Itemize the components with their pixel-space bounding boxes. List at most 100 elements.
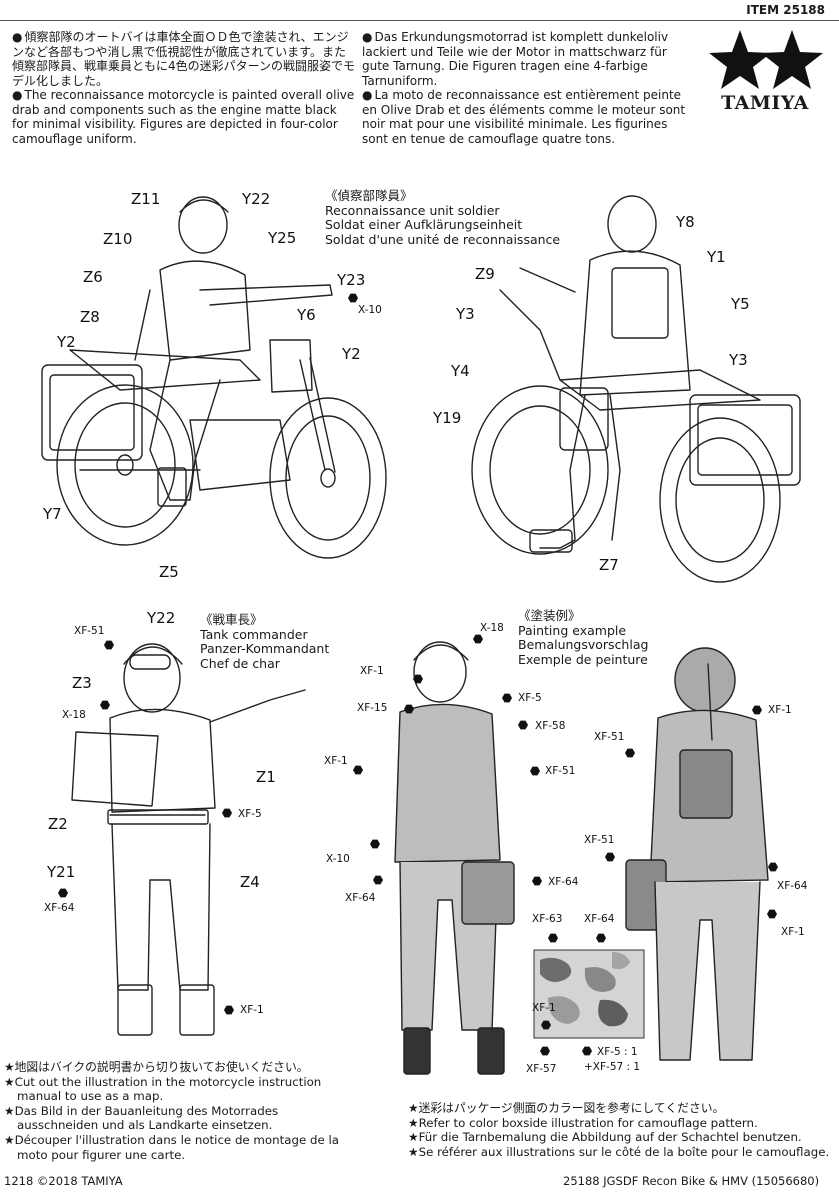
- footer-copyright: 1218 ©2018 TAMIYA: [4, 1174, 123, 1188]
- paint-code: XF-51: [545, 765, 576, 777]
- paint-code: XF-64: [777, 880, 808, 892]
- paint-marker-icon: [100, 700, 110, 710]
- caption-painting-jp: 《塗装例》: [518, 608, 581, 623]
- paint-marker-icon: [222, 808, 232, 818]
- note-line: Cut out the illustration in the motorcyc…: [4, 1075, 339, 1090]
- part-label: Y19: [433, 409, 462, 427]
- paint-marker-icon: [58, 888, 68, 898]
- part-label: Y22: [242, 190, 271, 208]
- header-divider: [0, 20, 839, 21]
- caption-recon-fr: Soldat d'une unité de reconnaissance: [325, 231, 561, 247]
- caption-recon-en: Reconnaissance unit soldier: [325, 202, 500, 218]
- paint-code: XF-51: [74, 625, 105, 637]
- paint-code: XF-64: [44, 902, 75, 914]
- paint-marker-icon: [370, 839, 380, 849]
- note-line: ausschneiden und als Landkarte einsetzen…: [17, 1118, 273, 1133]
- part-label: Y1: [707, 248, 726, 266]
- part-label: Z2: [48, 815, 68, 833]
- paint-marker-icon: [473, 634, 483, 644]
- paint-code: XF-57: [526, 1063, 557, 1075]
- part-label: Z11: [131, 190, 161, 208]
- notes-map: 地図はバイクの説明書から切り抜いてお使いください。 Cut out the il…: [4, 1060, 339, 1162]
- part-label: Y21: [47, 863, 76, 881]
- part-label: Y22: [147, 609, 176, 627]
- intro-right: Das Erkundungsmotorrad ist komplett dunk…: [362, 30, 692, 146]
- part-label: Y3: [729, 351, 748, 369]
- paint-code: XF-51: [584, 834, 615, 846]
- paint-marker-icon: [353, 765, 363, 775]
- caption-commander-jp: 《戦車長》: [200, 612, 263, 627]
- note-line: Se référer aux illustrations sur le côté…: [408, 1145, 830, 1160]
- intro-left: 傾察部隊のオートバイは車体全面ＯＤ色で塗装され、エンジンなど各部もつや消し黒で低…: [12, 30, 357, 146]
- paint-marker-icon: [518, 720, 528, 730]
- note-line: 迷彩はパッケージ側面のカラー図を参考にしてください。: [408, 1101, 829, 1116]
- part-label: Z9: [475, 265, 495, 283]
- paint-code: XF-64: [345, 892, 376, 904]
- paint-marker-icon: [224, 1005, 234, 1015]
- paint-code: XF-1: [532, 1002, 556, 1014]
- part-label: Z6: [83, 268, 103, 286]
- intro-de: Das Erkundungsmotorrad ist komplett dunk…: [362, 30, 692, 88]
- part-label: Y5: [731, 295, 750, 313]
- paint-code: X-18: [480, 622, 504, 634]
- star-icon: [709, 30, 823, 89]
- note-line: moto pour figurer une carte.: [17, 1147, 186, 1162]
- note-line: Découper l'illustration dans le notice d…: [4, 1133, 339, 1148]
- caption-recon-de: Soldat einer Aufklärungseinheit: [325, 217, 523, 232]
- caption-commander-de: Panzer-Kommandant: [200, 641, 330, 656]
- paint-code: XF-64: [584, 913, 615, 925]
- paint-marker-icon: [541, 1020, 551, 1030]
- caption-commander: 《戦車長》 Tank commander Panzer-Kommandant C…: [200, 612, 330, 671]
- part-label: Y2: [342, 345, 361, 363]
- camo-figure-front: [394, 641, 515, 1075]
- paint-code: XF-1: [768, 704, 792, 716]
- part-label: Z10: [103, 230, 133, 248]
- note-line: Das Bild in der Bauanleitung des Motorra…: [4, 1104, 339, 1119]
- motorcycle-rear-view: [471, 289, 801, 583]
- part-label: Z8: [80, 308, 100, 326]
- paint-code: XF-51: [594, 731, 625, 743]
- part-label: Y25: [268, 229, 297, 247]
- paint-marker-icon: [373, 875, 383, 885]
- intro-en: The reconnaissance motorcycle is painted…: [12, 88, 357, 146]
- paint-marker-icon: [605, 852, 615, 862]
- recon-soldier-back: [519, 195, 691, 553]
- paint-marker-icon: [625, 748, 635, 758]
- note-line: Für die Tarnbemalung die Abbildung auf d…: [408, 1130, 829, 1145]
- paint-marker-icon: [767, 909, 777, 919]
- paint-code: XF-1: [360, 665, 384, 677]
- part-label: Y2: [57, 333, 76, 351]
- paint-marker-icon: [596, 933, 606, 943]
- caption-painting-de: Bemalungsvorschlag: [518, 637, 649, 652]
- paint-code: XF-58: [535, 720, 566, 732]
- paint-code: XF-63: [532, 913, 563, 925]
- paint-code: XF-5: [238, 808, 262, 820]
- paint-marker-icon: [413, 674, 423, 684]
- paint-code: X-10: [358, 304, 382, 316]
- paint-code: XF-15: [357, 702, 388, 714]
- paint-code: XF-1: [324, 755, 348, 767]
- paint-marker-icon: [104, 640, 114, 650]
- intro-jp: 傾察部隊のオートバイは車体全面ＯＤ色で塗装され、エンジンなど各部もつや消し黒で低…: [12, 30, 357, 88]
- footer-product: 25188 JGSDF Recon Bike & HMV (15056680): [563, 1174, 820, 1188]
- paint-marker-icon: [530, 766, 540, 776]
- camo-figure-back: [625, 647, 769, 1061]
- caption-commander-en: Tank commander: [200, 626, 308, 642]
- part-label: Y6: [297, 306, 316, 324]
- paint-marker-icon: [582, 1046, 592, 1056]
- item-number: ITEM 25188: [746, 3, 825, 17]
- caption-recon: 《偵察部隊員》 Reconnaissance unit soldier Sold…: [325, 188, 561, 247]
- paint-marker-icon: [540, 1046, 550, 1056]
- note-line: manual to use as a map.: [17, 1089, 164, 1104]
- part-label: Z4: [240, 873, 260, 891]
- part-label: Z1: [256, 768, 276, 786]
- caption-painting-fr: Exemple de peinture: [518, 651, 648, 667]
- paint-marker-icon: [768, 862, 778, 872]
- paint-marker-icon: [548, 933, 558, 943]
- part-label: Y8: [676, 213, 695, 231]
- part-label: Y7: [43, 505, 62, 523]
- paint-code: XF-5: [518, 692, 542, 704]
- motorcycle-front-view: [41, 339, 387, 559]
- paint-marker-icon: [752, 705, 762, 715]
- note-line: Refer to color boxside illustration for …: [408, 1116, 829, 1131]
